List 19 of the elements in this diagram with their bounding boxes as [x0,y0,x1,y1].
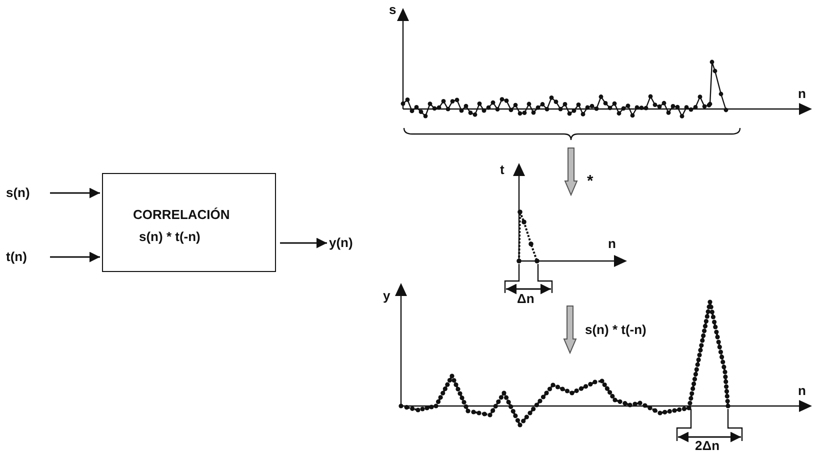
dimension-label: Δn [517,291,534,306]
axis-label: s [389,2,396,17]
signal-label: s(n) [6,185,30,200]
block-formula: s(n) * t(-n) [139,229,200,244]
axis-label: t [500,162,504,177]
arrow [50,188,100,198]
axis-label: n [798,383,806,398]
signal-label: y(n) [329,235,353,250]
operation-label: s(n) * t(-n) [585,322,646,337]
arrow [50,252,100,262]
process-box [102,173,276,272]
axis-label: n [608,236,616,251]
arrow [280,238,327,248]
axis-label: n [798,86,806,101]
dimension-label: 2Δn [695,438,720,452]
signal-label: t(n) [6,249,27,264]
axis-label: y [383,288,390,303]
block-title: CORRELACIÓN [133,207,230,222]
operator-label: * [587,174,594,189]
